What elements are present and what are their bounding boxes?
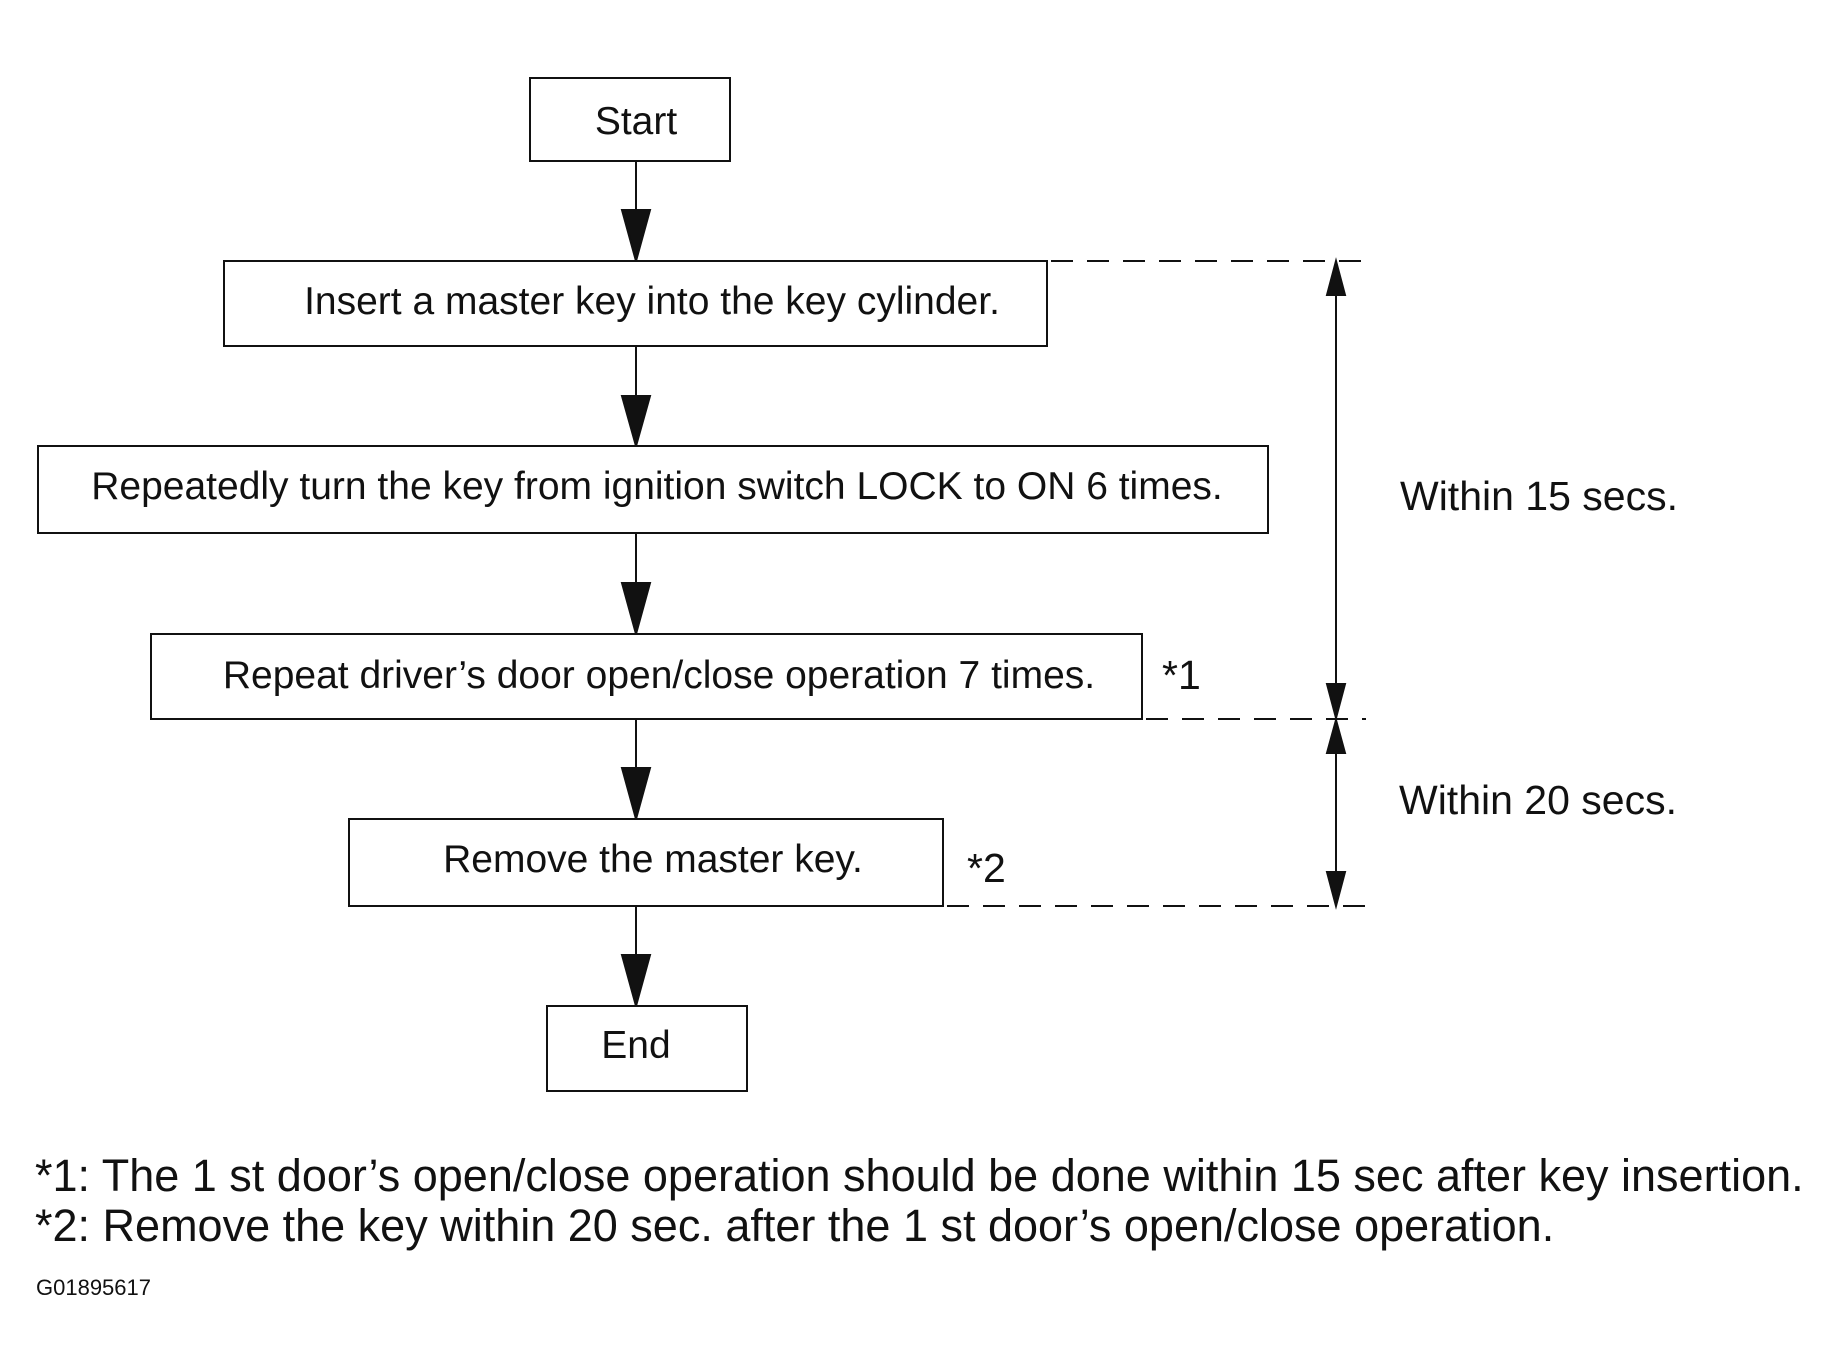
- figure-code: G01895617: [36, 1275, 151, 1300]
- step-end: End: [546, 1005, 748, 1092]
- footnote-2: *2: Remove the key within 20 sec. after …: [35, 1200, 1555, 1251]
- interval-20-label: Within 20 secs.: [1399, 777, 1677, 823]
- step-turn-key-label: Repeatedly turn the key from ignition sw…: [91, 465, 1222, 508]
- step-door-operation: Repeat driver’s door open/close operatio…: [150, 633, 1143, 720]
- arrowhead-4: [620, 767, 652, 823]
- door-operation-mark: *1: [1162, 652, 1201, 698]
- interval-15-arrow-bottom: [1325, 683, 1347, 722]
- interval-15-arrow-top: [1325, 257, 1347, 296]
- step-start: Start: [529, 77, 731, 162]
- interval-20-arrow-top: [1325, 716, 1347, 754]
- step-insert-key: Insert a master key into the key cylinde…: [223, 260, 1048, 347]
- arrowhead-5: [620, 954, 652, 1010]
- step-remove-key-label: Remove the master key.: [443, 838, 863, 881]
- remove-key-mark: *2: [967, 845, 1006, 891]
- step-door-operation-label: Repeat driver’s door open/close operatio…: [223, 654, 1095, 697]
- interval-20-arrow-bottom: [1325, 871, 1347, 910]
- arrowhead-2: [620, 395, 652, 450]
- step-end-label: End: [601, 1024, 670, 1067]
- step-turn-key: Repeatedly turn the key from ignition sw…: [37, 445, 1269, 534]
- timing-guides: [947, 257, 1366, 910]
- step-start-label: Start: [595, 100, 678, 143]
- footnote-1: *1: The 1 st door’s open/close operation…: [35, 1150, 1804, 1201]
- step-remove-key: Remove the master key.: [348, 818, 944, 907]
- step-insert-key-label: Insert a master key into the key cylinde…: [304, 280, 1000, 323]
- arrowhead-1: [620, 209, 652, 265]
- arrowhead-3: [620, 582, 652, 638]
- flow-arrows: [620, 161, 652, 1010]
- interval-15-label: Within 15 secs.: [1400, 473, 1678, 519]
